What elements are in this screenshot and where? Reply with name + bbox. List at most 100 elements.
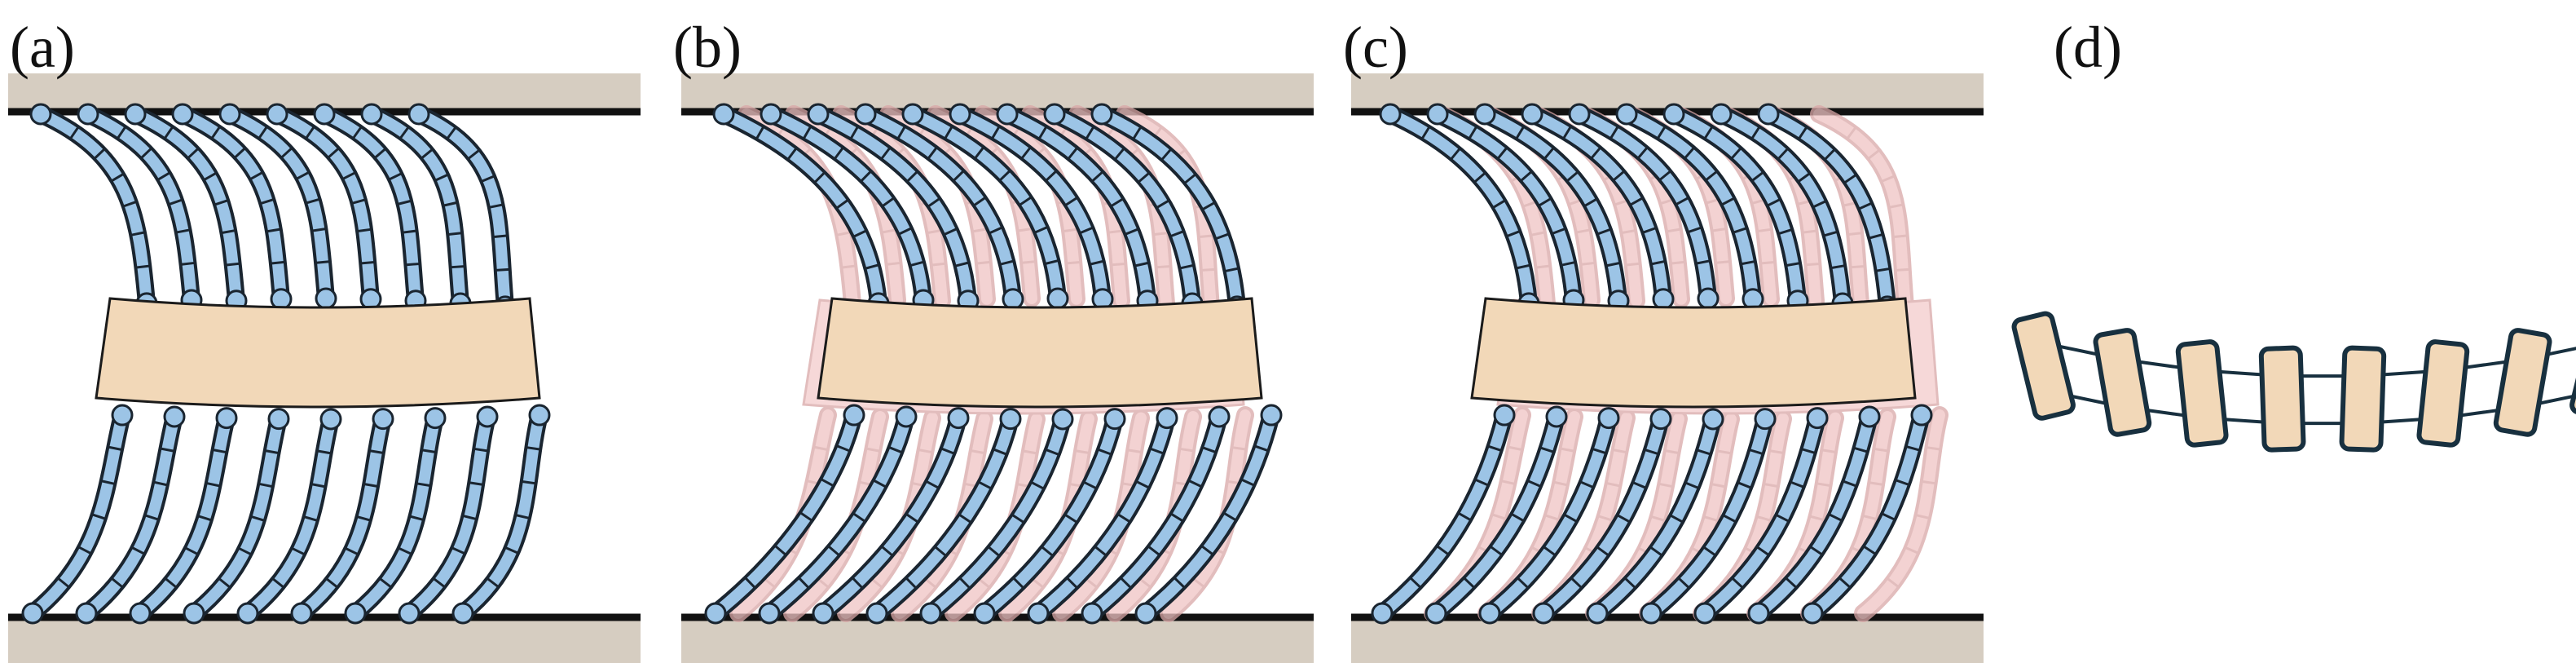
segment-tick [469, 481, 483, 486]
segment-tick [1539, 197, 1552, 207]
segment-tick [1540, 446, 1554, 453]
segment-tick [934, 546, 947, 557]
segment-tick [265, 449, 279, 454]
segment-tick [1530, 231, 1545, 236]
segment-tick [108, 445, 122, 451]
segment-tick [1473, 172, 1486, 183]
segment-tick [1816, 482, 1830, 487]
upper-filament [1521, 103, 1675, 311]
segment-tick [1651, 260, 1665, 266]
segment-tick [398, 199, 412, 206]
ghost-lower-filament [1854, 406, 1949, 622]
segment-tick [352, 198, 366, 205]
segment-tick [1566, 171, 1579, 182]
segment-tick [1136, 480, 1149, 489]
segment-tick [1697, 449, 1711, 456]
segment-tick [755, 126, 764, 139]
segment-tick [315, 260, 330, 264]
segment-tick [959, 577, 971, 589]
segment-tick [1063, 228, 1077, 232]
segment-tick [1202, 201, 1215, 210]
segment-tick [1821, 449, 1836, 453]
segment-tick [1464, 577, 1475, 589]
attachment-node [372, 408, 394, 431]
segment-tick [1038, 126, 1048, 139]
attachment-node [1046, 287, 1069, 310]
filament-core [1668, 108, 1803, 307]
segment-tick [1916, 514, 1930, 519]
attachment-node [21, 602, 44, 625]
segment-tick [1869, 481, 1883, 486]
segment-tick [1597, 228, 1611, 236]
segment-tick [910, 260, 924, 267]
segment-tick [898, 227, 912, 236]
segment-tick [1523, 201, 1537, 208]
segment-tick [234, 148, 246, 159]
segment-tick [852, 577, 863, 589]
upper-filament [171, 103, 293, 311]
segment-tick [1046, 449, 1059, 456]
filament-core [413, 108, 511, 312]
segment-tick [866, 447, 880, 453]
panel-artwork [681, 73, 1314, 663]
segment-tick [1492, 513, 1506, 520]
segment-tick [328, 148, 340, 159]
chain-segment [2339, 345, 2387, 453]
segment-tick [1023, 449, 1037, 455]
segment-tick [888, 446, 902, 453]
attachment-node [1426, 103, 1449, 126]
segment-tick [1170, 230, 1184, 237]
segment-tick [487, 577, 500, 588]
attachment-node [111, 404, 134, 427]
filament-core [130, 108, 242, 307]
segment-tick [1786, 262, 1800, 267]
segment-tick [1630, 197, 1643, 206]
segment-tick [1011, 514, 1024, 524]
attachment-node [1757, 103, 1780, 126]
segment-tick [526, 446, 540, 451]
segment-tick [1013, 577, 1024, 589]
segment-tick [842, 264, 856, 269]
segment-tick [399, 126, 410, 139]
attachment-node [1134, 602, 1157, 625]
segment-tick [865, 263, 879, 270]
filament-core [1813, 108, 1911, 312]
segment-tick [1580, 480, 1594, 488]
segment-tick [1732, 577, 1743, 589]
segment-tick [1094, 546, 1107, 556]
segment-tick [1437, 545, 1449, 555]
segment-tick [421, 449, 436, 453]
segment-tick [176, 228, 190, 234]
segment-tick [1576, 228, 1590, 234]
segment-tick [1711, 483, 1725, 488]
segment-tick [1507, 230, 1521, 237]
segment-tick [860, 170, 872, 182]
segment-tick [1863, 515, 1877, 520]
segment-tick [1127, 449, 1142, 453]
segment-tick [834, 147, 844, 160]
segment-tick [1180, 263, 1194, 270]
segment-tick [1536, 264, 1550, 269]
segment-tick [1083, 481, 1097, 489]
attachment-node [267, 408, 290, 431]
attachment-node [1662, 103, 1685, 126]
segment-tick [1896, 267, 1909, 272]
attachment-node [1156, 407, 1178, 430]
attachment-node [1806, 407, 1829, 430]
upper-filament [1568, 103, 1720, 310]
segment-tick [1202, 446, 1216, 453]
segment-tick [226, 262, 240, 267]
segment-tick [906, 170, 918, 183]
segment-tick [1215, 232, 1229, 240]
segment-tick [1031, 481, 1044, 490]
segment-tick [870, 577, 883, 589]
segment-tick [1156, 199, 1169, 209]
segment-tick [1201, 545, 1213, 555]
segment-tick [927, 197, 940, 208]
upper-filament [77, 103, 203, 312]
segment-tick [345, 547, 359, 555]
segment-tick [1824, 230, 1838, 237]
segment-tick [1590, 147, 1601, 159]
attachment-node [1710, 103, 1733, 126]
segment-tick [944, 228, 958, 236]
